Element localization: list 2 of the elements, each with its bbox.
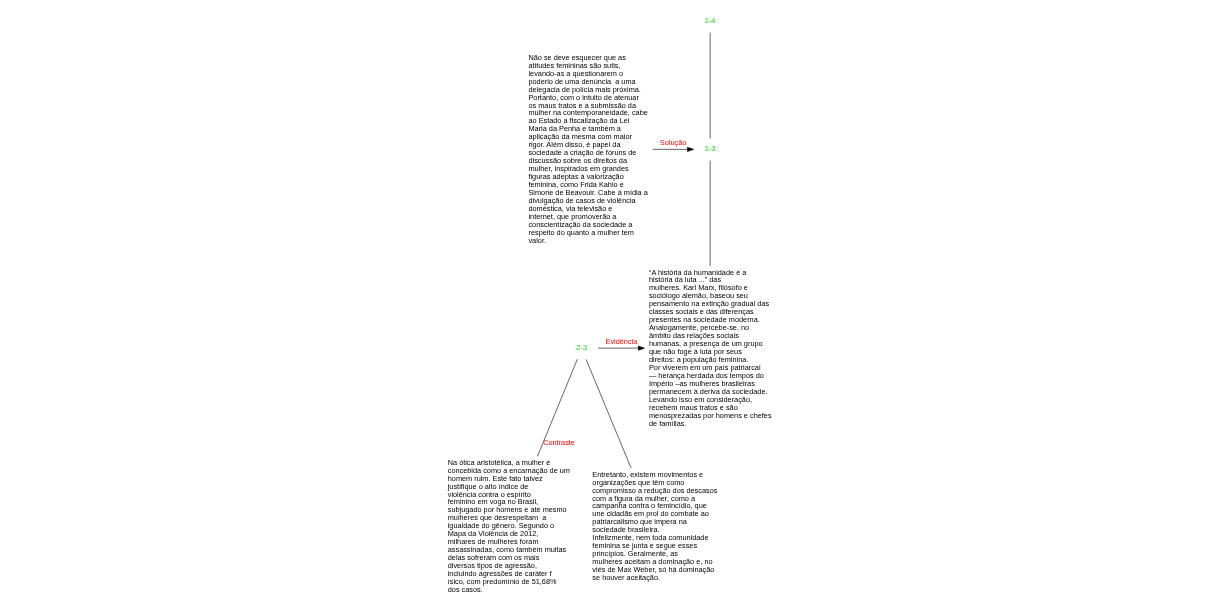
arrow bbox=[597, 345, 645, 351]
arrow bbox=[652, 146, 694, 152]
